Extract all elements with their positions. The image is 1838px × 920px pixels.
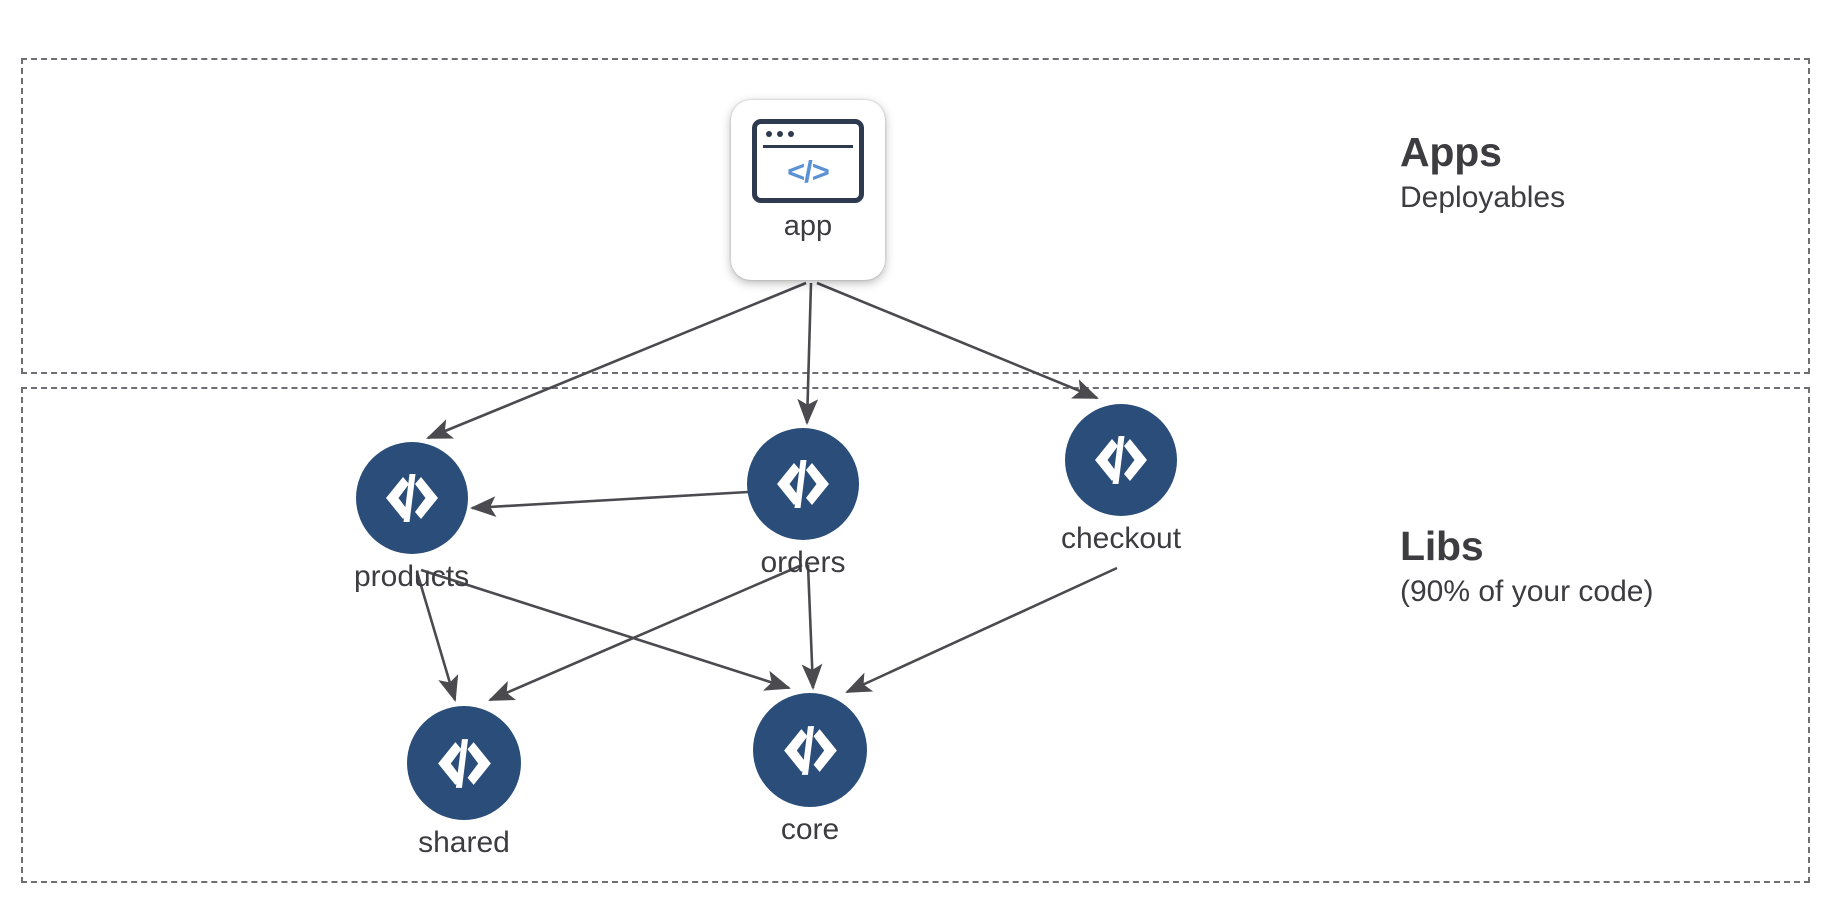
node-app[interactable]: </> app bbox=[731, 100, 885, 280]
code-icon bbox=[407, 706, 521, 820]
zone-libs-caption: Libs (90% of your code) bbox=[1400, 522, 1653, 610]
zone-apps bbox=[21, 58, 1810, 374]
node-app-label: app bbox=[783, 210, 833, 242]
node-orders-label: orders bbox=[760, 546, 846, 579]
code-icon bbox=[1065, 404, 1178, 516]
node-checkout[interactable]: checkout bbox=[1061, 404, 1181, 556]
zone-libs-subtitle: (90% of your code) bbox=[1400, 575, 1654, 609]
browser-separator bbox=[763, 145, 853, 148]
node-shared[interactable]: shared bbox=[407, 706, 521, 860]
node-core-label: core bbox=[780, 813, 840, 846]
zone-apps-subtitle: Deployables bbox=[1400, 181, 1566, 215]
code-glyph: </> bbox=[787, 154, 830, 189]
node-products[interactable]: products bbox=[354, 442, 469, 594]
zone-libs bbox=[21, 387, 1810, 883]
zone-libs-title: Libs bbox=[1400, 523, 1484, 569]
node-orders[interactable]: orders bbox=[747, 428, 859, 580]
browser-dots-icon bbox=[766, 131, 794, 137]
zone-apps-title: Apps bbox=[1400, 129, 1502, 175]
code-icon bbox=[747, 428, 859, 540]
node-checkout-label: checkout bbox=[1061, 522, 1182, 555]
node-products-label: products bbox=[354, 560, 470, 593]
code-icon bbox=[355, 442, 468, 554]
zone-apps-caption: Apps Deployables bbox=[1400, 128, 1565, 216]
code-icon bbox=[753, 693, 867, 807]
browser-code-icon: </> bbox=[752, 119, 864, 203]
node-shared-label: shared bbox=[418, 826, 510, 859]
node-core[interactable]: core bbox=[753, 693, 867, 847]
